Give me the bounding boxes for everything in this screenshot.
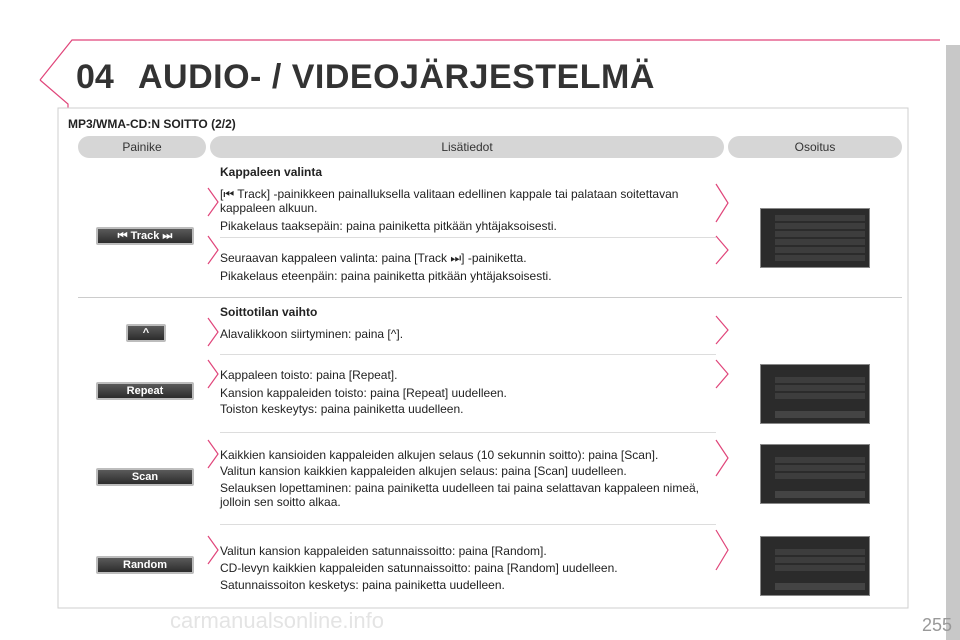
scan-button-label: Scan [131,471,159,483]
scan-l1: Kaikkien kansioiden kappaleiden alkujen … [220,448,659,462]
track-button[interactable]: ⏮ Track ⏭ [96,227,194,245]
watermark: carmanualsonline.info [170,608,385,633]
section-title: MP3/WMA-CD:N SOITTO (2/2) [68,117,236,131]
random-button-label: Random [123,559,167,571]
random-l3: Satunnaissoiton kesketys: paina painiket… [220,578,505,592]
repeat-l2: Kansion kappaleiden toisto: paina [Repea… [220,386,507,400]
scan-l3: Selauksen lopettaminen: paina painiketta… [220,481,700,509]
scan-l2: Valitun kansion kaikkien kappaleiden alk… [220,464,627,478]
chapter-number: 04 [76,58,114,96]
track-p2: Pikakelaus taaksepäin: paina painiketta … [220,219,557,233]
display-random [760,536,870,596]
divider [220,237,716,238]
skip-forward-icon: ⏭ [159,229,173,242]
column-header-button: Painike [78,136,206,158]
random-l2: CD-levyn kaikkien kappaleiden satunnaiss… [220,561,618,575]
scan-button[interactable]: Scan [96,468,194,486]
mode-up-text: Alavalikkoon siirtyminen: paina [^]. [220,327,404,341]
track-p4: Pikakelaus eteenpäin: paina painiketta p… [220,269,552,283]
up-button[interactable]: ^ [126,324,166,342]
repeat-button-label: Repeat [126,385,164,397]
divider [220,432,716,433]
chapter-title: AUDIO- / VIDEOJÄRJESTELMÄ [138,58,655,96]
random-l1: Valitun kansion kappaleiden satunnaissoi… [220,544,547,558]
skip-back-icon: ⏮ [117,229,131,242]
divider [220,354,716,355]
repeat-button[interactable]: Repeat [96,382,194,400]
repeat-l1: Kappaleen toisto: paina [Repeat]. [220,368,398,382]
column-header-display: Osoitus [728,136,902,158]
track-button-label: Track [130,230,160,242]
track-p3: Seuraavan kappaleen valinta: paina [Trac… [220,251,527,265]
mode-heading: Soittotilan vaihto [220,305,318,319]
divider [78,297,902,298]
random-button[interactable]: Random [96,556,194,574]
up-button-label: ^ [142,327,150,339]
display-scan [760,444,870,504]
display-track-list [760,208,870,268]
divider [220,524,716,525]
track-heading: Kappaleen valinta [220,165,323,179]
column-header-info: Lisätiedot [210,136,724,158]
track-p1: [⏮ Track] -painikkeen painalluksella val… [220,187,679,215]
display-repeat [760,364,870,424]
repeat-l3: Toiston keskeytys: paina painiketta uude… [220,402,464,416]
page-number: 255 [921,615,952,635]
